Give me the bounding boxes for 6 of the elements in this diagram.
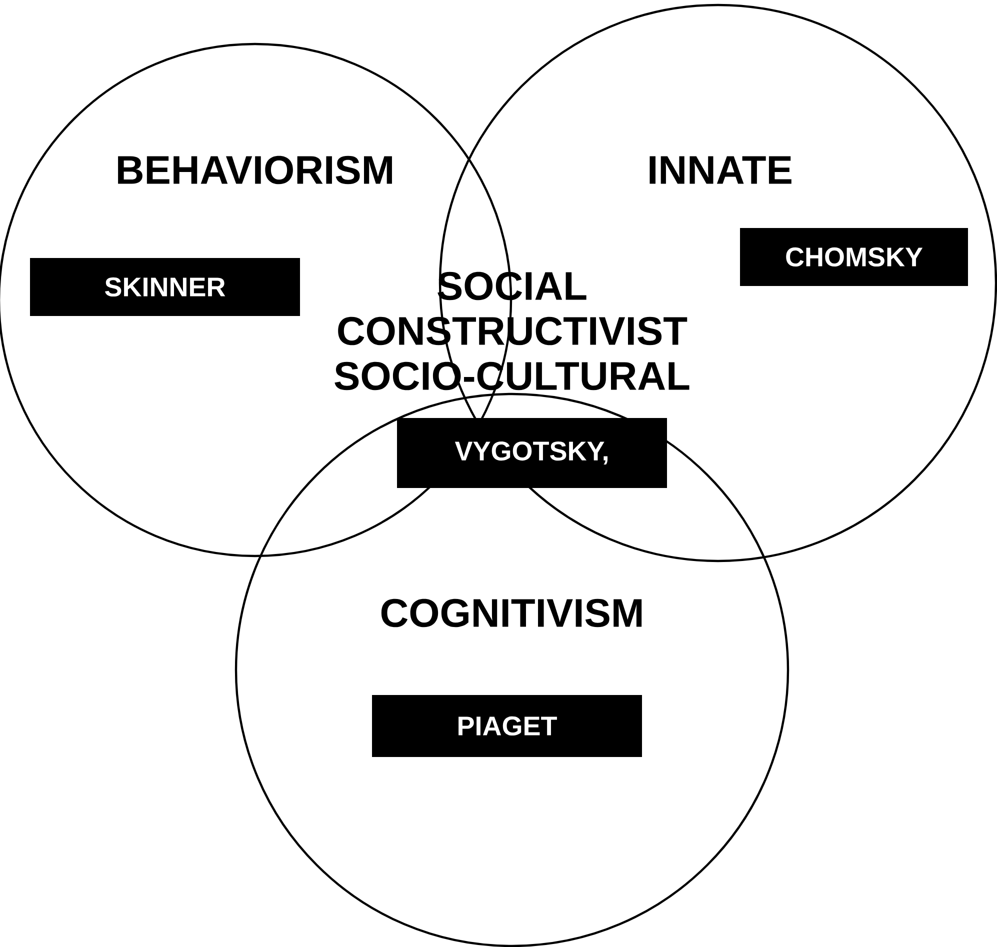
name-box: CHOMSKY (740, 228, 968, 286)
name-box: PIAGET (372, 694, 642, 757)
circle-heading: BEHAVIORISM (118, 156, 392, 184)
name-box: SKINNER (30, 258, 300, 316)
circle-heading: COGNITIVISM (381, 598, 642, 628)
circle-heading: INNATE (650, 156, 792, 184)
